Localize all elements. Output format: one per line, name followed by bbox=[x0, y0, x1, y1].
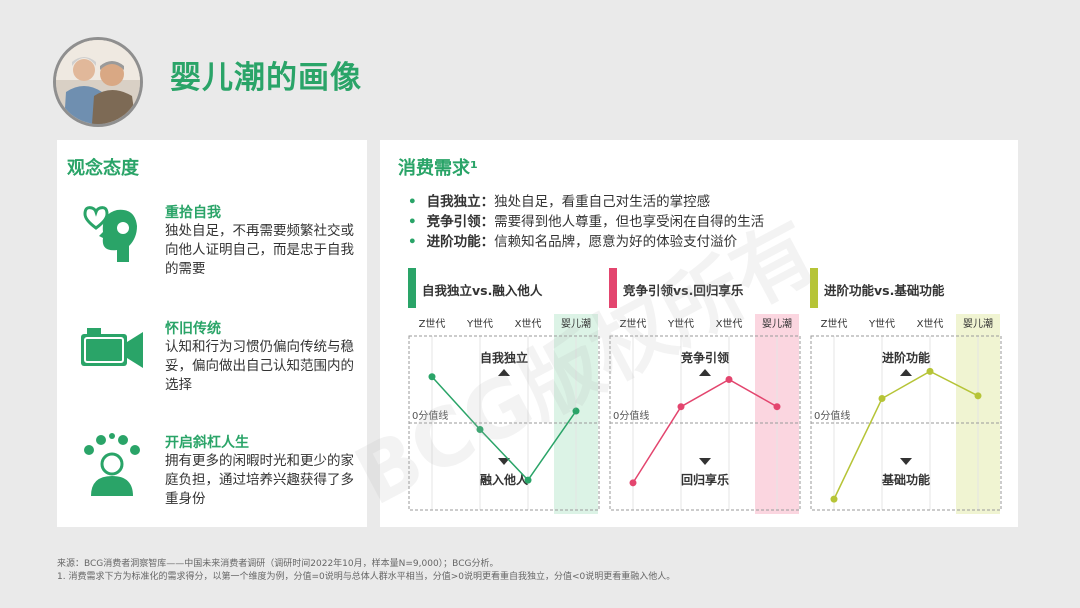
x-tick-label: Z世代 bbox=[419, 318, 446, 330]
x-tick-label: 婴儿潮 bbox=[963, 317, 993, 330]
data-point bbox=[629, 479, 637, 487]
list-item: •自我独立：独处自足，看重自己对生活的掌控感 bbox=[408, 194, 711, 210]
data-point bbox=[524, 476, 532, 484]
source-note: 来源：BCG消费者洞察智库——中国未来消费者调研（调研时间2022年10月，样本… bbox=[57, 559, 499, 569]
chart-header: 竞争引领vs.回归享乐 bbox=[609, 268, 801, 308]
attitude-title: 开启斜杠人生 bbox=[165, 435, 249, 451]
x-tick-label: Y世代 bbox=[466, 318, 493, 330]
chart-title: 竞争引领vs.回归享乐 bbox=[623, 283, 744, 298]
consumption-panel: 消费需求¹ •自我独立：独处自足，看重自己对生活的掌控感 •竞争引领：需要得到他… bbox=[380, 140, 1018, 527]
top-label: 自我独立 bbox=[480, 350, 528, 365]
down-arrow-icon bbox=[900, 458, 912, 465]
data-point bbox=[878, 395, 886, 403]
page-title: 婴儿潮的画像 bbox=[170, 60, 362, 96]
data-point bbox=[926, 367, 934, 375]
attitude-item-tradition: 怀旧传统 认知和行为习惯仍偏向传统与稳妥，偏向做出自己认知范围内的选择 bbox=[75, 318, 360, 408]
x-tick-label: 婴儿潮 bbox=[561, 317, 591, 330]
bottom-label: 回归享乐 bbox=[681, 472, 729, 487]
up-arrow-icon bbox=[699, 369, 711, 376]
top-label: 竞争引领 bbox=[681, 350, 729, 365]
x-tick-label: 婴儿潮 bbox=[762, 317, 792, 330]
multi-interest-person-icon bbox=[77, 432, 147, 498]
data-point bbox=[725, 376, 733, 383]
attitude-desc: 独处自足，不再需要频繁社交或向他人证明自己，而是忠于自我的需要 bbox=[165, 223, 354, 277]
needs-list: •自我独立：独处自足，看重自己对生活的掌控感 •竞争引领：需要得到他人尊重，但也… bbox=[408, 192, 764, 252]
attitude-desc: 认知和行为习惯仍偏向传统与稳妥，偏向做出自己认知范围内的选择 bbox=[165, 339, 354, 393]
chart-title: 进阶功能vs.基础功能 bbox=[824, 283, 945, 298]
x-tick-label: X世代 bbox=[716, 318, 743, 330]
chart-header: 进阶功能vs.基础功能 bbox=[810, 268, 1002, 308]
x-tick-label: Y世代 bbox=[868, 318, 895, 330]
data-point bbox=[428, 373, 436, 381]
consumption-heading: 消费需求¹ bbox=[398, 158, 478, 179]
series-line bbox=[632, 378, 778, 484]
series-line bbox=[833, 370, 979, 500]
data-point bbox=[476, 426, 484, 434]
x-tick-label: Z世代 bbox=[620, 318, 647, 330]
elderly-couple-photo bbox=[53, 37, 143, 127]
top-label: 进阶功能 bbox=[882, 350, 930, 365]
x-tick-label: X世代 bbox=[917, 318, 944, 330]
data-point bbox=[572, 407, 580, 415]
list-item: •竞争引领：需要得到他人尊重，但也享受闲在自得的生活 bbox=[408, 214, 765, 230]
down-arrow-icon bbox=[498, 458, 510, 465]
video-camera-icon bbox=[77, 318, 147, 384]
heart-head-icon bbox=[77, 202, 147, 268]
data-point bbox=[830, 495, 838, 503]
up-arrow-icon bbox=[498, 369, 510, 376]
chart-title: 自我独立vs.融入他人 bbox=[422, 283, 543, 298]
x-tick-label: X世代 bbox=[515, 318, 542, 330]
footnotes: 来源：BCG消费者洞察智库——中国未来消费者调研（调研时间2022年10月，样本… bbox=[57, 558, 675, 584]
attitude-item-self: 重拾自我 独处自足，不再需要频繁社交或向他人证明自己，而是忠于自我的需要 bbox=[75, 202, 360, 292]
zero-label: 0分值线 bbox=[814, 409, 850, 422]
attitude-desc: 拥有更多的闲暇时光和更少的家庭负担，通过培养兴趣获得了多重身份 bbox=[165, 453, 354, 507]
zero-label: 0分值线 bbox=[412, 409, 448, 422]
down-arrow-icon bbox=[699, 458, 711, 465]
attitude-title: 重拾自我 bbox=[165, 205, 221, 221]
chart-competition: 竞争引领vs.回归享乐 Z世代 Y世代 X世代 婴儿潮 0分值线 竞争引领回归享乐 bbox=[609, 268, 801, 516]
up-arrow-icon bbox=[900, 369, 912, 376]
bottom-label: 融入他人 bbox=[480, 472, 529, 487]
zero-label: 0分值线 bbox=[613, 409, 649, 422]
series-line bbox=[431, 376, 577, 482]
bottom-label: 基础功能 bbox=[881, 472, 930, 487]
method-note: 1. 消费需求下方为标准化的需求得分，以第一个维度为例，分值=0说明与总体人群水… bbox=[57, 572, 676, 582]
attitude-title: 怀旧传统 bbox=[165, 321, 221, 337]
list-item: •进阶功能：信赖知名品牌，愿意为好的体验支付溢价 bbox=[408, 234, 738, 250]
x-tick-label: Z世代 bbox=[821, 318, 848, 330]
chart-independence: 自我独立vs.融入他人 Z世代 Y世代 X世代 婴儿潮 0分值线 自我独立融入他人 bbox=[408, 268, 600, 516]
chart-header: 自我独立vs.融入他人 bbox=[408, 268, 600, 308]
attitude-item-slash: 开启斜杠人生 拥有更多的闲暇时光和更少的家庭负担，通过培养兴趣获得了多重身份 bbox=[75, 432, 360, 522]
data-point bbox=[974, 392, 982, 400]
data-point bbox=[773, 403, 781, 411]
attitude-panel: 观念态度 重拾自我 独处自足，不再需要频繁社交或向他人证明自己，而是忠于自我的需… bbox=[57, 140, 367, 527]
attitude-heading: 观念态度 bbox=[67, 158, 139, 179]
chart-function: 进阶功能vs.基础功能 Z世代 Y世代 X世代 婴儿潮 0分值线 进阶功能基础功能 bbox=[810, 268, 1002, 516]
x-tick-label: Y世代 bbox=[667, 318, 694, 330]
data-point bbox=[677, 403, 685, 411]
